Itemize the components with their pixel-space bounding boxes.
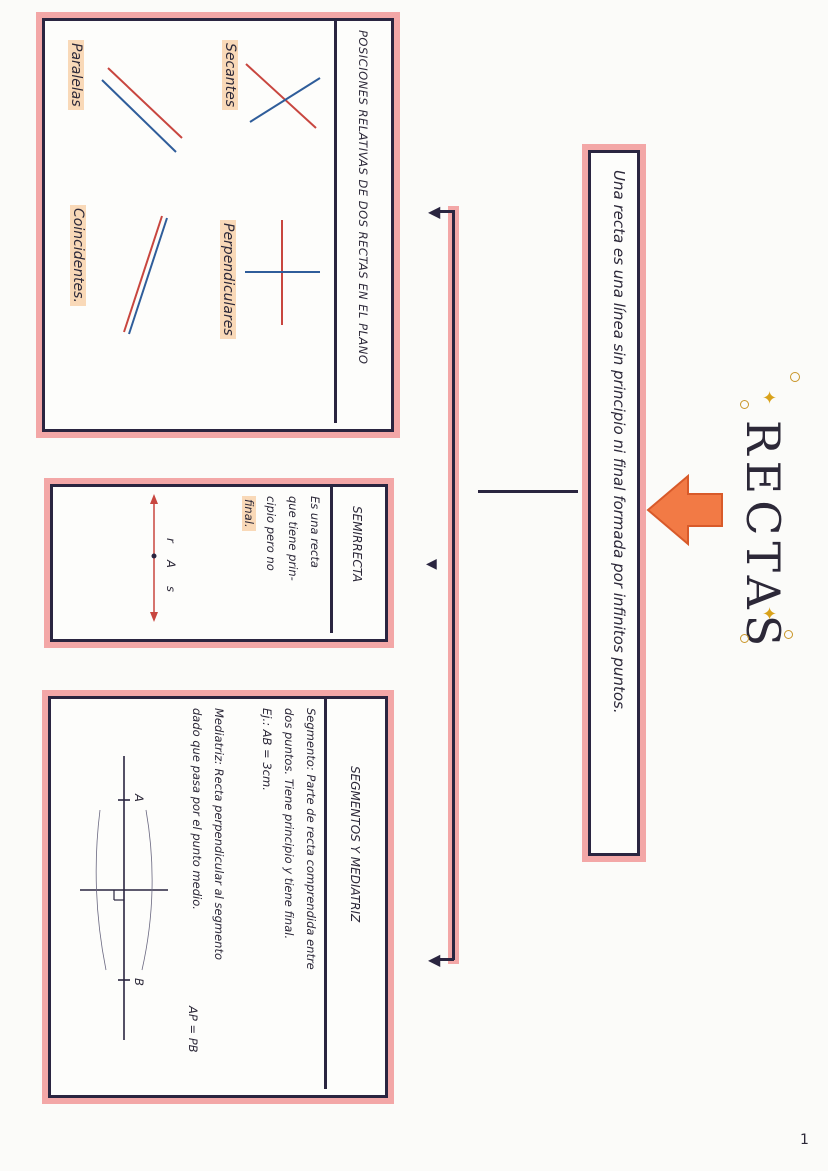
coincident-line-blue xyxy=(128,217,168,335)
segmentos-heading: SEGMENTOS Y MEDIATRIZ xyxy=(348,766,362,923)
semirrecta-line: Es una recta xyxy=(308,496,322,568)
connector-line xyxy=(452,210,455,960)
line-diagrams xyxy=(101,63,321,335)
positions-heading: POSICIONES RELATIVAS DE DOS RECTAS EN EL… xyxy=(356,30,370,365)
semirrecta-heading: SEMIRRECTA xyxy=(350,506,364,583)
label-paralelas: Paralelas xyxy=(68,40,84,110)
semirrecta-line: final. xyxy=(242,496,256,531)
divider xyxy=(330,487,333,633)
dot-decoration xyxy=(740,634,749,643)
connector-line xyxy=(478,490,578,493)
secant-line-red xyxy=(245,63,317,129)
definition-box xyxy=(588,150,640,856)
segmentos-line: Ej.: AB = 3cm. xyxy=(260,708,274,791)
page-number: 1 xyxy=(800,1132,809,1148)
dot-decoration xyxy=(740,400,749,409)
semirrecta-label-a: A xyxy=(164,560,178,568)
dot-decoration xyxy=(784,630,793,639)
arrow-head-icon: ◀ xyxy=(428,202,441,221)
segmentos-line: dado que pasa por el punto medio. xyxy=(190,708,204,910)
connector-line xyxy=(440,210,454,213)
semirrecta-line: cipio pero no xyxy=(264,496,278,571)
semirrecta-label-s: s xyxy=(164,586,178,592)
segmentos-line: Mediatriz: Recta perpendicular al segmen… xyxy=(212,708,226,961)
divider xyxy=(334,21,337,423)
arrow-head-icon: ◀ xyxy=(428,950,441,969)
mediatriz-diagram xyxy=(80,756,168,1040)
segmentos-line: Segmento: Parte de recta comprendida ent… xyxy=(304,708,318,970)
semirrecta-line: que tiene prin- xyxy=(286,496,300,581)
sparkle-icon: ✦ xyxy=(762,604,778,625)
semirrecta-box xyxy=(50,484,388,642)
formula: AP = PB xyxy=(186,1006,200,1053)
arrow-left-icon xyxy=(646,473,723,547)
parallel-line-blue xyxy=(101,79,177,153)
parallel-line-red xyxy=(107,67,183,139)
segment-label-a: A xyxy=(132,794,146,802)
dot-decoration xyxy=(790,372,800,382)
label-coincidentes: Coincidentes. xyxy=(70,205,86,306)
segmentos-line: dos puntos. Tiene principio y tiene fina… xyxy=(282,708,296,940)
semirrecta-label-r: r xyxy=(164,538,178,543)
semirrecta-diagram xyxy=(150,494,158,622)
coincident-line-red xyxy=(123,215,163,333)
divider xyxy=(324,699,327,1089)
segment-label-b: B xyxy=(132,978,146,986)
secant-line-blue xyxy=(249,77,321,123)
definition-text: Una recta es una línea sin principio ni … xyxy=(610,170,628,714)
sparkle-icon: ✦ xyxy=(762,388,778,409)
segmentos-box xyxy=(48,696,388,1098)
connector-line xyxy=(440,958,454,961)
arrow-head-icon: ◀ xyxy=(426,556,437,572)
